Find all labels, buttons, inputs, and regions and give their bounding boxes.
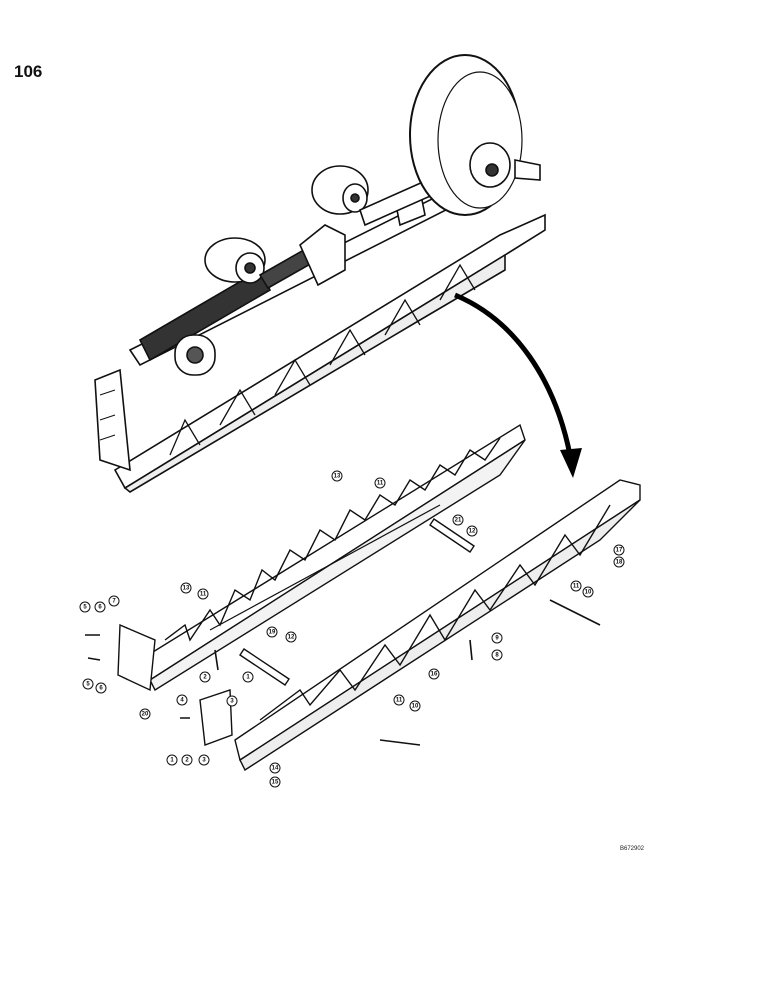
exploded-parts xyxy=(85,423,641,772)
callout-label: 15 xyxy=(272,780,279,786)
callout-label: 13 xyxy=(334,474,341,480)
callout-label: 18 xyxy=(616,560,623,566)
callout-label: 11 xyxy=(377,481,384,487)
callout-13: 13 xyxy=(180,582,192,594)
callout-label: 7 xyxy=(112,599,116,605)
callout-label: 13 xyxy=(183,586,190,592)
callout-label: 12 xyxy=(288,635,295,641)
callout-label: 5 xyxy=(86,682,90,688)
callout-label: 8 xyxy=(495,653,499,659)
callout-label: 4 xyxy=(180,698,184,704)
callout-8: 8 xyxy=(491,649,503,661)
callout-5: 5 xyxy=(82,678,94,690)
callout-label: 20 xyxy=(142,712,149,718)
callout-21: 21 xyxy=(452,514,464,526)
callout-label: 3 xyxy=(202,758,206,764)
callout-label: 3 xyxy=(230,699,234,705)
callout-label: 9 xyxy=(495,636,499,642)
callout-20: 20 xyxy=(139,708,151,720)
callout-2: 2 xyxy=(199,671,211,683)
callout-2: 2 xyxy=(181,754,193,766)
callout-19: 19 xyxy=(266,626,278,638)
callout-label: 1 xyxy=(170,758,174,764)
callout-18: 18 xyxy=(613,556,625,568)
callout-label: 11 xyxy=(200,592,207,598)
callout-label: 6 xyxy=(98,605,102,611)
callout-label: 2 xyxy=(185,758,189,764)
callout-9: 9 xyxy=(491,632,503,644)
assembled-track-frame xyxy=(94,54,546,493)
callout-11: 11 xyxy=(393,694,405,706)
callout-label: 1 xyxy=(246,675,250,681)
callout-11: 11 xyxy=(374,477,386,489)
callout-label: 6 xyxy=(99,686,103,692)
callout-14: 14 xyxy=(269,762,281,774)
callout-12: 12 xyxy=(285,631,297,643)
callout-label: 11 xyxy=(573,584,580,590)
callout-label: 12 xyxy=(469,529,476,535)
callout-label: 5 xyxy=(83,605,87,611)
callout-label: 19 xyxy=(269,630,276,636)
callout-label: 11 xyxy=(396,698,403,704)
callout-15: 15 xyxy=(269,776,281,788)
callout-6: 6 xyxy=(94,601,106,613)
callout-label: 2 xyxy=(203,675,207,681)
callout-10: 10 xyxy=(582,586,594,598)
callout-label: 16 xyxy=(431,672,438,678)
callout-label: 21 xyxy=(455,518,462,524)
drawing-code: B672902 xyxy=(620,846,645,852)
callout-16: 16 xyxy=(428,668,440,680)
callout-label: 10 xyxy=(412,704,419,710)
page-number: 106 xyxy=(14,62,43,81)
callout-7: 7 xyxy=(108,595,120,607)
callout-1: 1 xyxy=(166,754,178,766)
callout-12: 12 xyxy=(466,525,478,537)
callout-1: 1 xyxy=(242,671,254,683)
callout-label: 14 xyxy=(272,766,279,772)
callout-6: 6 xyxy=(95,682,107,694)
callout-label: 17 xyxy=(616,548,623,554)
callout-label: 10 xyxy=(585,590,592,596)
callout-10: 10 xyxy=(409,700,421,712)
callout-11: 11 xyxy=(570,580,582,592)
assembly-arrow xyxy=(454,292,582,478)
callout-3: 3 xyxy=(226,695,238,707)
callout-4: 4 xyxy=(176,694,188,706)
callout-11: 11 xyxy=(197,588,209,600)
callout-5: 5 xyxy=(79,601,91,613)
callout-17: 17 xyxy=(613,544,625,556)
callout-13: 13 xyxy=(331,470,343,482)
callout-3: 3 xyxy=(198,754,210,766)
